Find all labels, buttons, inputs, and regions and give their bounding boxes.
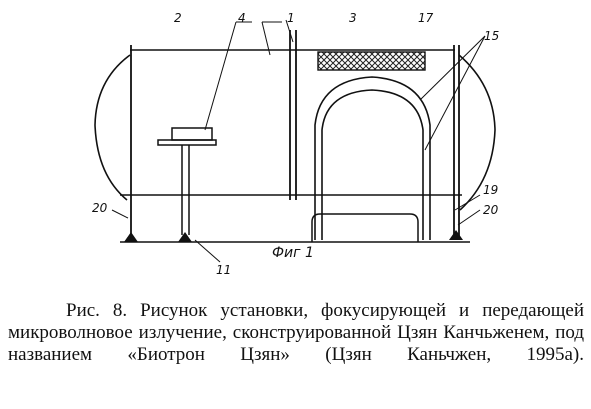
label-2: 2 bbox=[174, 11, 182, 25]
label-17: 17 bbox=[418, 11, 434, 25]
feet bbox=[124, 230, 463, 242]
label-4: 4 bbox=[238, 11, 246, 25]
hatched-panel bbox=[317, 51, 426, 71]
label-1: 1 bbox=[287, 11, 295, 25]
label-19: 19 bbox=[483, 183, 498, 197]
label-20-right: 20 bbox=[483, 203, 499, 217]
bed-base bbox=[120, 213, 470, 243]
label-20-left: 20 bbox=[92, 201, 108, 215]
installation-diagram: 2 4 1 3 17 15 19 20 20 11 Фиг 1 bbox=[92, 11, 499, 277]
figure-caption: Фиг 1 bbox=[272, 245, 314, 261]
caption-text: Рис. 8. Рисунок установки, фокусирующей … bbox=[8, 300, 584, 365]
stand-table bbox=[157, 127, 217, 235]
label-11: 11 bbox=[216, 263, 231, 277]
posts bbox=[130, 30, 460, 238]
capsule-body bbox=[94, 49, 496, 211]
label-15: 15 bbox=[484, 29, 499, 43]
leader-lines bbox=[111, 19, 486, 263]
arch-chamber bbox=[314, 76, 431, 240]
label-3: 3 bbox=[349, 11, 357, 25]
